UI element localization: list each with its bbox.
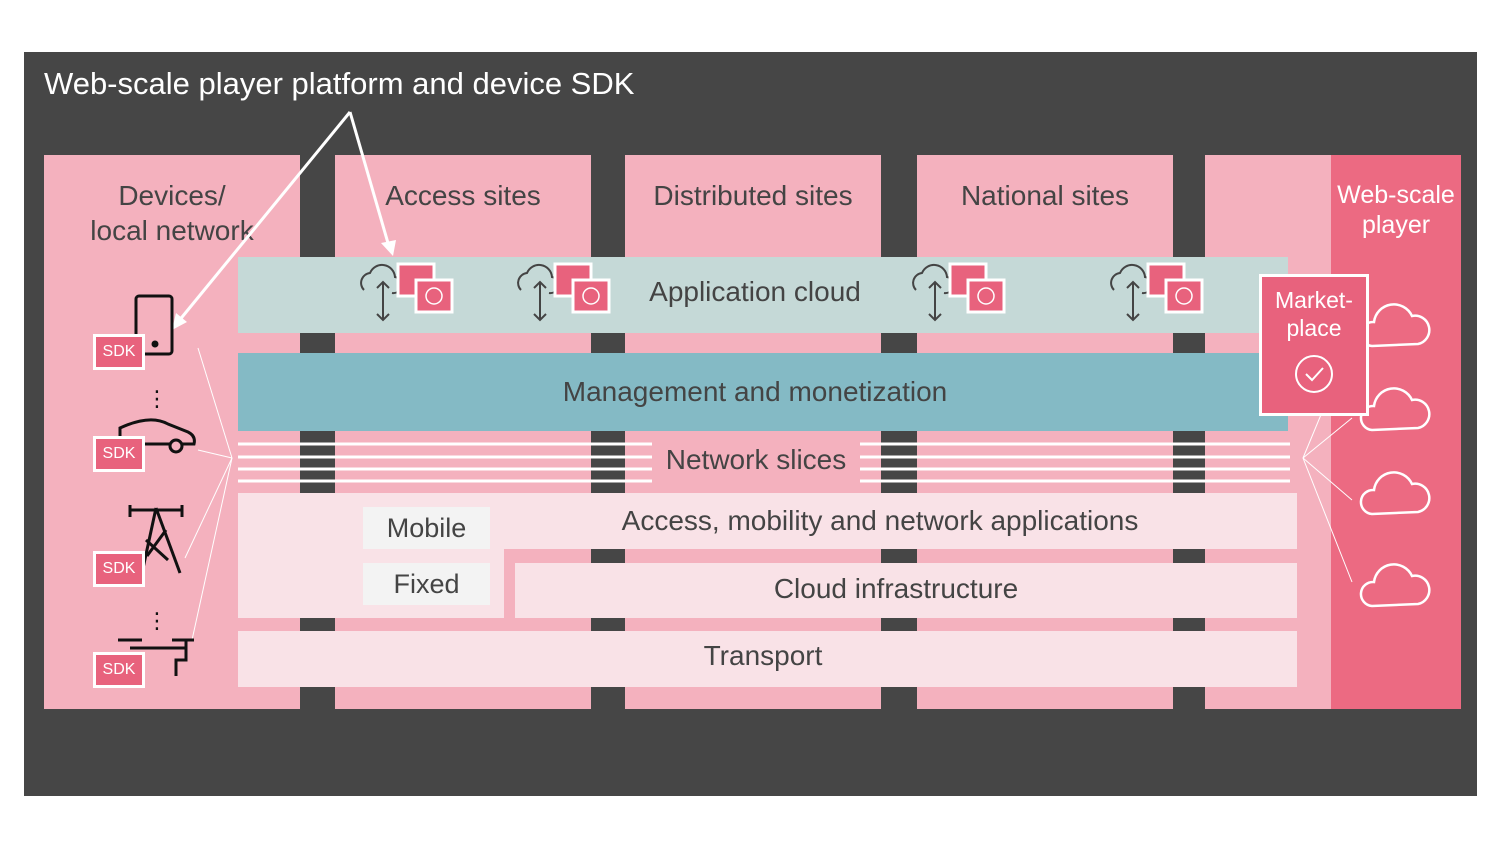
device-ellipsis-1: ⋮ bbox=[146, 386, 168, 411]
cloud-icon-4 bbox=[1359, 563, 1431, 608]
network-slices-label: Network slices bbox=[665, 444, 847, 475]
arrowhead-to-phone bbox=[172, 313, 187, 330]
webscale-cloud-icons bbox=[1359, 303, 1431, 608]
mobile-box: Mobile bbox=[363, 507, 490, 549]
app-cloud-icon-4 bbox=[1110, 262, 1204, 322]
cloud-icon-2 bbox=[1359, 387, 1431, 432]
management-label: Management and monetization bbox=[562, 376, 948, 407]
application-cloud-label: Application cloud bbox=[649, 276, 861, 307]
column-label-web-scale-line1: Web-scale bbox=[1337, 181, 1455, 209]
cloud-icon-3 bbox=[1359, 471, 1431, 516]
sdk-badge-phone: SDK bbox=[93, 334, 145, 370]
title-arrows bbox=[176, 111, 392, 323]
column-label-distributed-sites: Distributed sites bbox=[653, 180, 853, 211]
sdk-badge-drone: SDK bbox=[93, 652, 145, 688]
diagram-title: Web-scale player platform and device SDK bbox=[44, 66, 635, 101]
column-label-access-sites: Access sites bbox=[385, 180, 541, 211]
device-ellipsis-2: ⋮ bbox=[146, 608, 168, 633]
fixed-box: Fixed bbox=[363, 563, 490, 605]
network-slice-lines bbox=[238, 442, 1290, 483]
transport-band bbox=[238, 631, 1297, 687]
car-icon bbox=[118, 418, 196, 454]
column-web-scale-player bbox=[1331, 155, 1461, 709]
cloud-icon-1 bbox=[1359, 303, 1431, 348]
marketplace-box: Market- place bbox=[1259, 274, 1369, 416]
management-band bbox=[238, 353, 1288, 431]
arrowhead-to-access bbox=[381, 240, 396, 256]
device-connector-lines bbox=[184, 339, 1353, 641]
app-cloud-icon-2 bbox=[517, 262, 611, 322]
drone-icon bbox=[118, 638, 194, 676]
transport-label: Transport bbox=[703, 640, 823, 671]
tower-icon bbox=[128, 505, 184, 574]
access-apps-label: Access, mobility and network application… bbox=[621, 505, 1139, 536]
app-cloud-icon-1 bbox=[360, 262, 454, 322]
marketplace-label-line1: Market- bbox=[1275, 287, 1353, 313]
marketplace-label-line2: place bbox=[1286, 315, 1342, 341]
check-circle-icon bbox=[1295, 355, 1333, 393]
phone-icon bbox=[134, 294, 174, 356]
column-label-devices-line1: Devices/ bbox=[118, 180, 226, 211]
sdk-badge-tower: SDK bbox=[93, 551, 145, 587]
cloud-infrastructure-label: Cloud infrastructure bbox=[773, 573, 1019, 604]
sdk-badge-car: SDK bbox=[93, 436, 145, 472]
app-cloud-icon-3 bbox=[912, 262, 1006, 322]
cloud-infrastructure-band bbox=[515, 563, 1297, 618]
column-label-web-scale-line2: player bbox=[1361, 211, 1431, 239]
column-label-devices-line2: local network bbox=[90, 215, 254, 246]
column-label-national-sites: National sites bbox=[960, 180, 1130, 211]
